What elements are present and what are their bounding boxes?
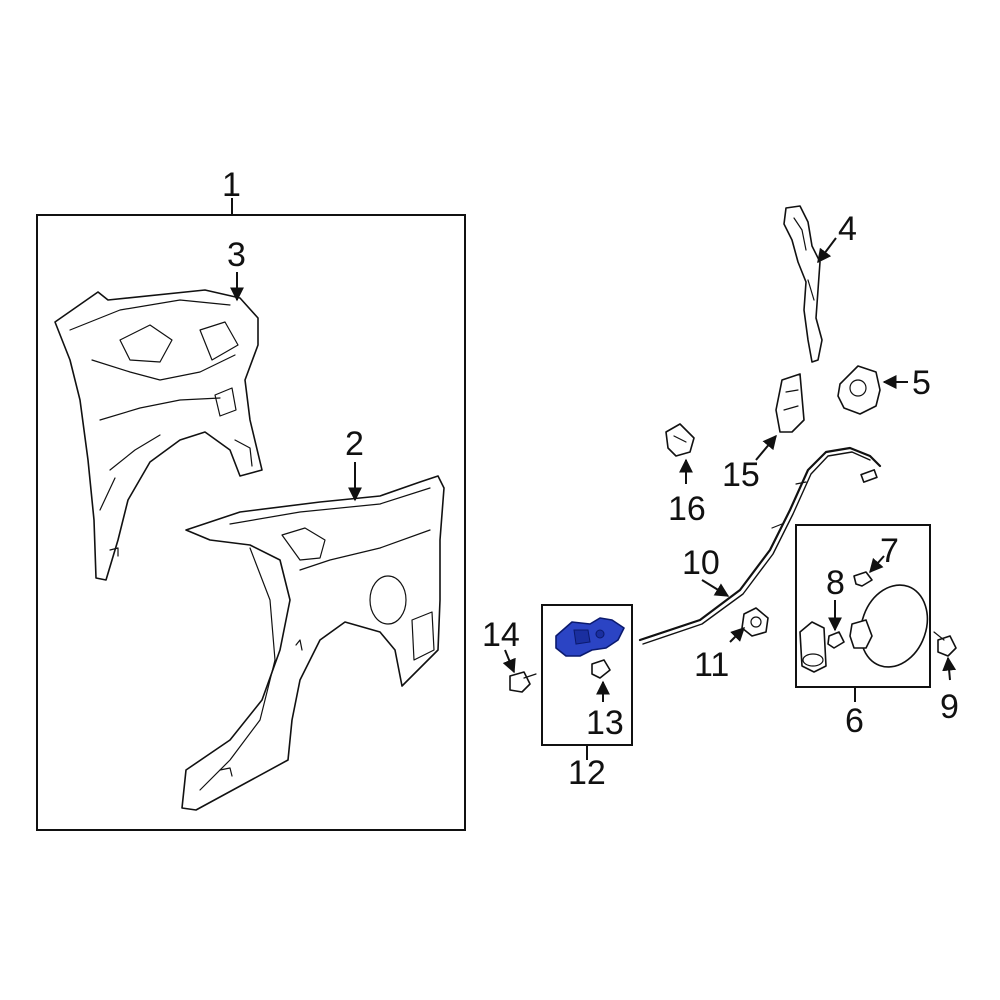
callout-13: 13	[586, 704, 624, 742]
leader-9	[942, 656, 957, 681]
part-7-bushing[interactable]	[853, 571, 873, 587]
leader-11	[729, 627, 745, 643]
part-12-fuel-door-actuator[interactable]	[555, 617, 625, 657]
callout-1: 1	[222, 166, 241, 204]
callout-11: 11	[694, 646, 729, 684]
callout-8: 8	[826, 564, 845, 602]
callout-15: 15	[722, 456, 760, 494]
part-14-bolt[interactable]	[509, 671, 537, 693]
part-9-screw[interactable]	[933, 631, 957, 657]
group-box-1	[36, 214, 466, 831]
leader-4	[817, 237, 837, 264]
callout-6: 6	[845, 702, 864, 740]
callout-5: 5	[912, 364, 931, 402]
callout-2: 2	[345, 425, 364, 463]
part-13-cap[interactable]	[591, 659, 611, 679]
leader-10	[701, 579, 730, 597]
callout-14: 14	[482, 616, 520, 654]
callout-16: 16	[668, 490, 706, 528]
part-5-housing[interactable]	[837, 365, 881, 415]
part-15-reinforcement[interactable]	[775, 373, 805, 433]
part-2-quarter-panel[interactable]	[181, 475, 445, 811]
part-8-spring[interactable]	[827, 631, 845, 649]
part-4-bracket[interactable]	[783, 205, 823, 363]
part-11-clip[interactable]	[741, 607, 769, 637]
part-16-bracket[interactable]	[665, 423, 695, 457]
callout-12: 12	[568, 754, 606, 792]
part-3-inner-wheelhouse[interactable]	[54, 289, 263, 581]
callout-3: 3	[227, 236, 246, 274]
callout-10: 10	[682, 544, 720, 582]
group-box-6	[795, 524, 931, 688]
part-6-fuel-door[interactable]	[799, 576, 938, 677]
callout-7: 7	[880, 532, 899, 570]
leader-7	[869, 555, 885, 574]
leader-15	[755, 434, 777, 461]
callout-4: 4	[838, 210, 857, 248]
callout-9: 9	[940, 688, 959, 726]
leader-14	[502, 649, 516, 674]
part-10-release-cable[interactable]	[638, 446, 882, 645]
